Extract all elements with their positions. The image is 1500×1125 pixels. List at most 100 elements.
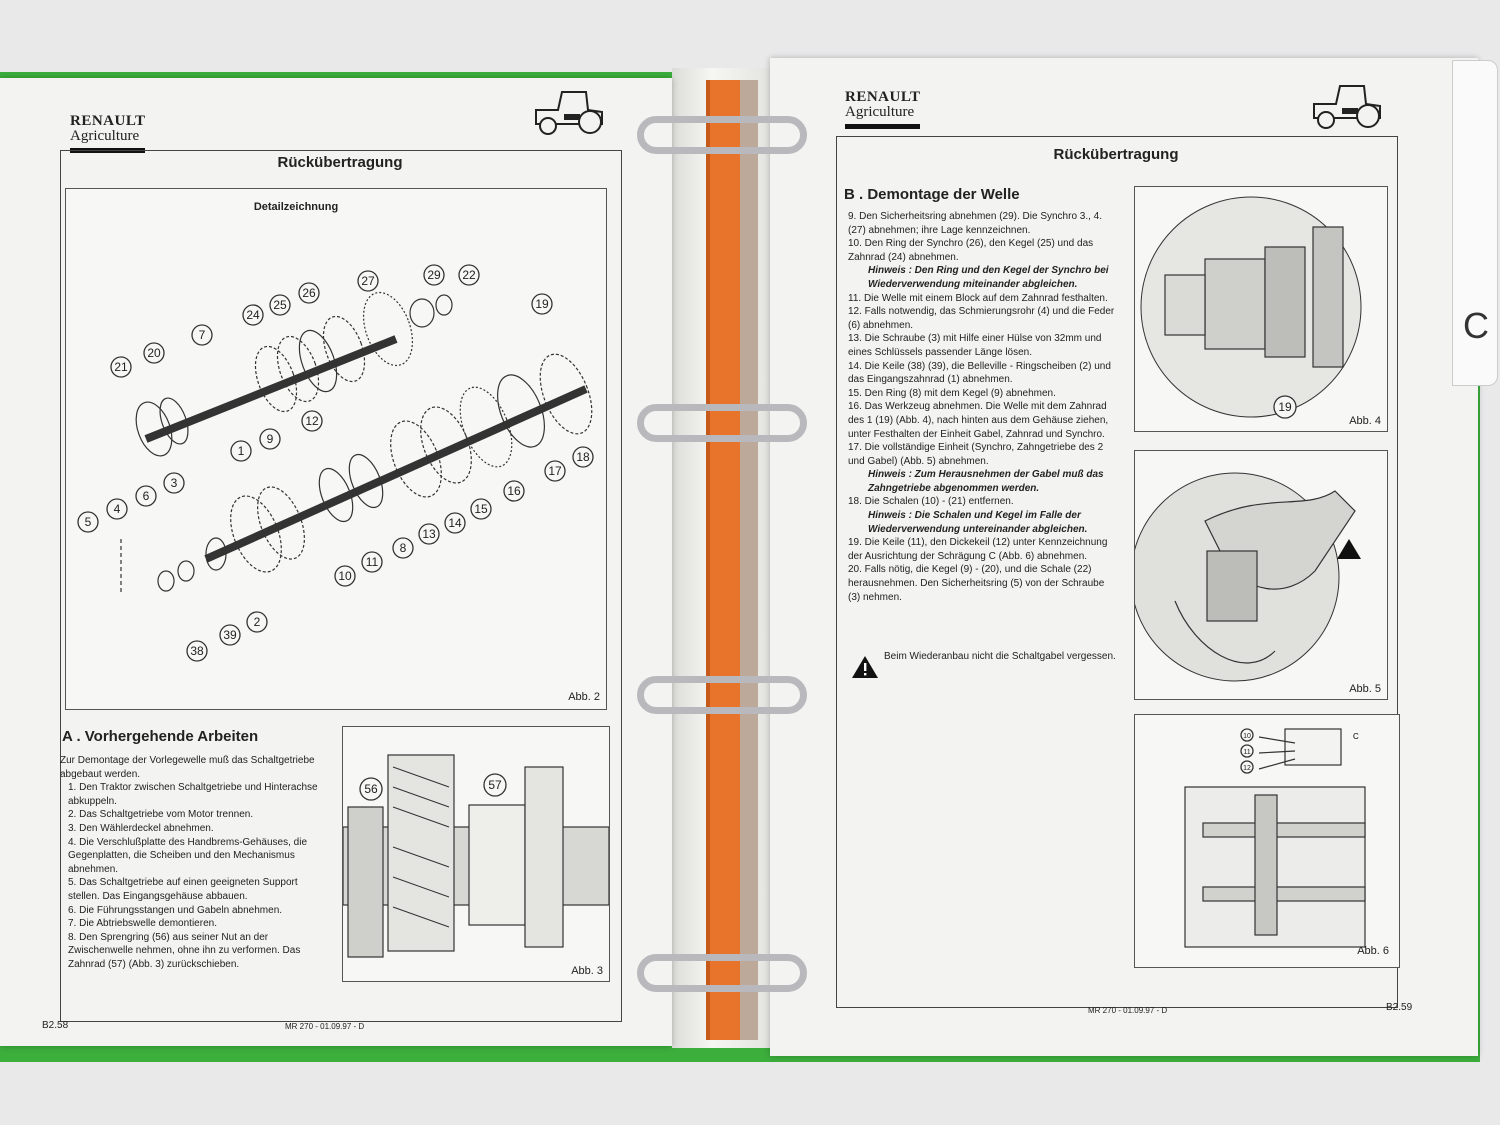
logo-sub: Agriculture <box>70 128 140 144</box>
section-a-text: Zur Demontage der Vorlegewelle muß das S… <box>60 754 326 972</box>
callout-18: 18 <box>572 446 594 468</box>
callout-12: 12 <box>301 410 323 432</box>
step-15: 15. Den Ring (8) mit dem Kegel (9) abneh… <box>848 387 1056 399</box>
figure-title: Detailzeichnung <box>253 201 339 213</box>
svg-text:16: 16 <box>507 484 521 498</box>
section-title-a: A . Vorhergehende Arbeiten <box>62 728 259 745</box>
figure-abb5: Abb. 5 <box>1130 450 1388 700</box>
figure-label-abb6: Abb. 6 <box>1357 945 1389 957</box>
svg-text:21: 21 <box>114 360 128 374</box>
page-frame <box>60 150 622 1022</box>
callout-4: 4 <box>106 498 128 520</box>
svg-text:39: 39 <box>223 628 237 642</box>
svg-text:57: 57 <box>488 778 502 792</box>
callout-22: 22 <box>458 264 480 286</box>
warning-text: Beim Wiederanbau nicht die Schaltgabel v… <box>884 651 1116 662</box>
callout-56: 56 <box>359 777 383 801</box>
callout-25: 25 <box>269 294 291 316</box>
step-6: 6. Die Führungsstangen und Gabeln abnehm… <box>68 904 283 916</box>
callout-11: 11 <box>1240 744 1254 758</box>
svg-text:38: 38 <box>190 644 204 658</box>
callout-11: 11 <box>361 551 383 573</box>
section-title-b: B . Demontage der Welle <box>844 186 1020 203</box>
svg-text:12: 12 <box>305 414 319 428</box>
callout-19: 19 <box>531 293 553 315</box>
svg-text:19: 19 <box>1278 400 1292 414</box>
callout-20: 20 <box>143 342 165 364</box>
svg-text:56: 56 <box>364 782 378 796</box>
step-12: 12. Falls notwendig, das Schmierungsrohr… <box>848 306 1115 331</box>
callout-2: 2 <box>246 611 268 633</box>
callout-14: 14 <box>444 512 466 534</box>
section-tab-letter: C <box>1463 305 1489 346</box>
binder-ring <box>637 676 807 714</box>
callout-12: 12 <box>1240 760 1254 774</box>
callout-16: 16 <box>503 480 525 502</box>
note-3: Hinweis : Die Schalen und Kegel im Falle… <box>868 510 1088 535</box>
section-tab[interactable]: C <box>1452 60 1498 386</box>
binder-mechanism <box>740 80 758 1040</box>
callout-6: 6 <box>135 485 157 507</box>
page-number: B2.58 <box>42 1020 69 1031</box>
step-20: 20. Falls nötig, die Kegel (9) - (20), u… <box>848 564 1105 603</box>
renault-logo: RENAULT Agriculture <box>70 113 146 153</box>
binder-ring <box>637 404 807 442</box>
callout-3: 3 <box>163 472 185 494</box>
step-2: 2. Das Schaltgetriebe vom Motor trennen. <box>68 809 254 821</box>
callout-5: 5 <box>77 511 99 533</box>
section-b-text: 9. Den Sicherheitsring abnehmen (29). Di… <box>848 210 1116 604</box>
figure-abb6: 10 11 12 C Abb. 6 <box>1134 714 1400 968</box>
svg-text:6: 6 <box>143 489 150 503</box>
figure-label-abb5: Abb. 5 <box>1349 683 1381 695</box>
page-title: Rückübertragung <box>277 154 403 171</box>
callout-17: 17 <box>544 460 566 482</box>
callout-10: 10 <box>334 565 356 587</box>
gear-photo-drawing: 56 57 <box>342 754 610 958</box>
svg-text:11: 11 <box>1243 749 1250 756</box>
step-14: 14. Die Keile (38) (39), die Belleville … <box>848 360 1111 386</box>
step-10: 10. Den Ring der Synchro (26), den Kegel… <box>848 238 1094 263</box>
callouts: 27 29 22 26 25 24 7 20 21 19 12 9 1 18 1… <box>77 264 594 662</box>
callout-38: 38 <box>186 640 208 662</box>
figure-abb4: 19 Abb. 4 <box>1134 186 1388 432</box>
step-8: 8. Den Sprengring (56) aus seiner Nut an… <box>68 931 301 970</box>
svg-text:14: 14 <box>448 516 462 530</box>
renault-logo: RENAULT Agriculture <box>845 90 921 129</box>
callout-1: 1 <box>230 440 252 462</box>
svg-text:2: 2 <box>254 615 261 629</box>
left-page: RENAULT Agriculture Rückübertragung Deta… <box>0 78 672 1046</box>
callout-39: 39 <box>219 624 241 646</box>
callout-57: 57 <box>483 773 507 797</box>
step-5: 5. Das Schaltgetriebe auf einen geeignet… <box>68 877 298 902</box>
svg-text:24: 24 <box>246 308 260 322</box>
svg-text:12: 12 <box>1243 765 1251 772</box>
callout-19: 19 <box>1273 395 1297 419</box>
callout-7: 7 <box>191 324 213 346</box>
step-11: 11. Die Welle mit einem Block auf dem Za… <box>848 292 1108 304</box>
step-16: 16. Das Werkzeug abnehmen. Die Welle mit… <box>848 401 1109 440</box>
figure-abb2: Detailzeichnung <box>65 188 607 710</box>
right-page: RENAULT Agriculture Rückübertragung B . … <box>770 58 1478 1056</box>
step-4: 4. Die Verschlußplatte des Handbrems-Geh… <box>68 836 308 875</box>
callout-29: 29 <box>423 264 445 286</box>
svg-text:26: 26 <box>302 286 316 300</box>
warning-icon <box>852 656 878 678</box>
callout-26: 26 <box>298 282 320 304</box>
tractor-icon <box>1313 85 1381 129</box>
document-reference: MR 270 - 01.09.97 - D <box>1088 1006 1168 1015</box>
callout-15: 15 <box>470 498 492 520</box>
step-19: 19. Die Keile (11), den Dickekeil (12) u… <box>848 537 1108 562</box>
callout-10: 10 <box>1240 728 1254 742</box>
svg-text:29: 29 <box>427 268 441 282</box>
svg-text:25: 25 <box>273 298 287 312</box>
document-reference: MR 270 - 01.09.97 - D <box>285 1022 365 1031</box>
warning-icon <box>1337 539 1361 559</box>
binder-ring <box>637 116 807 154</box>
svg-text:8: 8 <box>400 541 407 555</box>
logo-brand: RENAULT <box>70 113 146 129</box>
step-17: 17. Die vollständige Einheit (Synchro, Z… <box>848 442 1104 467</box>
section-drawing: 10 11 12 C <box>1184 728 1366 948</box>
figure-label-abb4: Abb. 4 <box>1349 415 1381 427</box>
svg-text:9: 9 <box>267 432 274 446</box>
svg-text:10: 10 <box>1243 733 1251 740</box>
